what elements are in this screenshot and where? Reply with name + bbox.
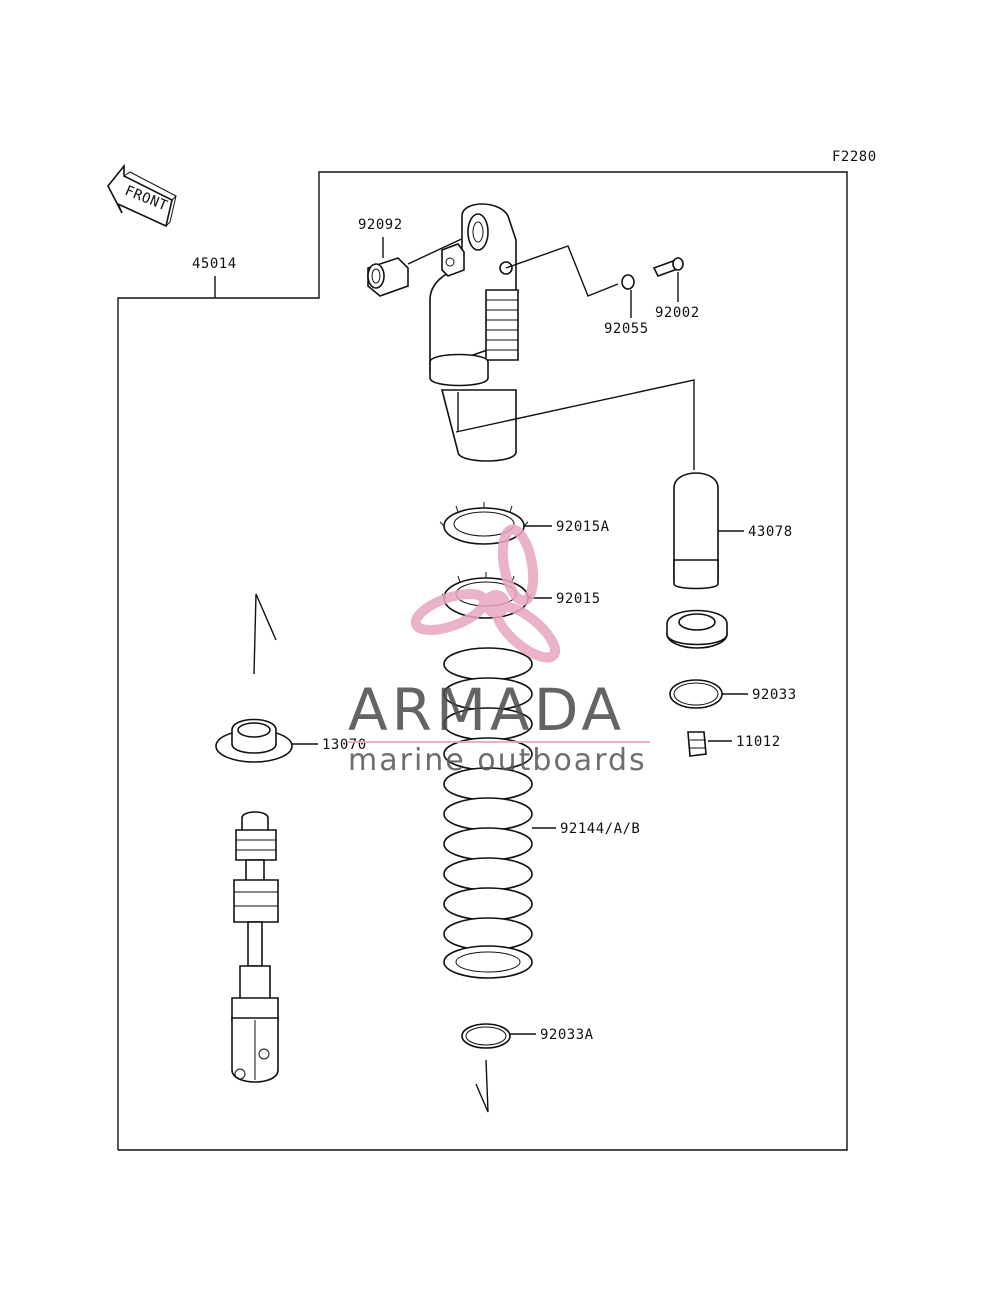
shock-body (429, 203, 519, 462)
cap-part (687, 731, 707, 757)
o-ring-part (621, 274, 635, 290)
reservoir-cap-part (666, 609, 728, 649)
watermark: ARMADA marine outboards (348, 524, 650, 778)
label-92015: 92015 (556, 591, 601, 607)
label-92033A: 92033A (540, 1027, 594, 1043)
valve-part (652, 257, 684, 277)
armada-logo-icon (410, 524, 561, 663)
diagram-code: F2280 (832, 149, 877, 165)
circlip-a-part (461, 1023, 511, 1049)
nut-a-part (439, 502, 529, 545)
watermark-brand: ARMADA (348, 676, 625, 744)
label-92033: 92033 (752, 687, 797, 703)
watermark-tagline: marine outboards (348, 743, 647, 778)
label-92002: 92002 (655, 305, 700, 321)
spring-seat-part (215, 718, 293, 763)
spring-part (443, 647, 533, 979)
front-arrow-icon: FRONT (107, 163, 177, 228)
assembly-outline (117, 171, 848, 1151)
label-92055: 92055 (604, 321, 649, 337)
circlip-part (669, 679, 723, 709)
damper-rod-part (231, 811, 279, 1083)
reservoir-part (673, 472, 719, 590)
label-45014: 45014 (192, 256, 237, 272)
label-92144: 92144/A/B (560, 821, 640, 837)
label-92092: 92092 (358, 217, 403, 233)
label-43078: 43078 (748, 524, 793, 540)
bushing-part (367, 257, 409, 297)
label-11012: 11012 (736, 734, 781, 750)
label-92015A: 92015A (556, 519, 610, 535)
